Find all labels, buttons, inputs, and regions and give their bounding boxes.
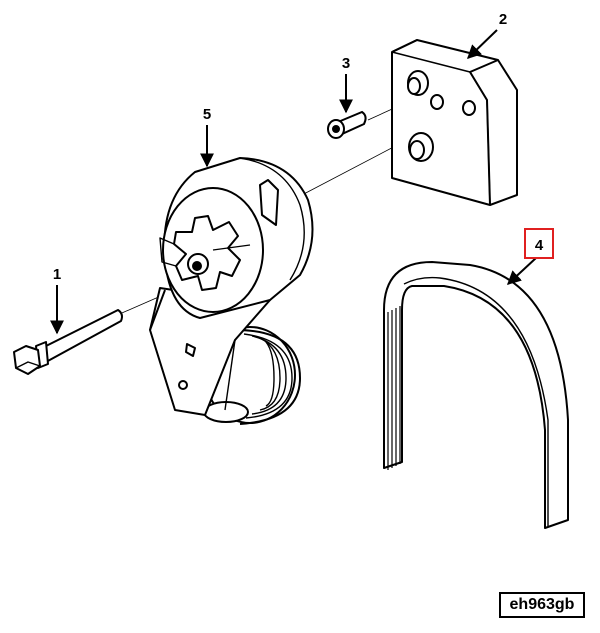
leader-arrow-2	[466, 29, 498, 59]
callout-number-5: 5	[203, 106, 211, 123]
leader-arrows	[50, 29, 537, 335]
mounting-bracket-icon	[391, 39, 518, 206]
callout-number-2: 2	[499, 11, 507, 28]
callout-number-3: 3	[342, 55, 350, 72]
leader-arrow-4	[506, 257, 537, 285]
capscrew-icon	[327, 110, 367, 139]
drive-belt-icon	[383, 261, 569, 529]
figure-id-label: eh963gb	[499, 592, 585, 618]
bolt-icon	[13, 309, 123, 375]
callout-number-1: 1	[53, 266, 61, 283]
callout-number-4: 4	[535, 237, 544, 254]
belt-tensioner-icon	[149, 157, 314, 425]
callout-highlight-box	[524, 228, 554, 259]
